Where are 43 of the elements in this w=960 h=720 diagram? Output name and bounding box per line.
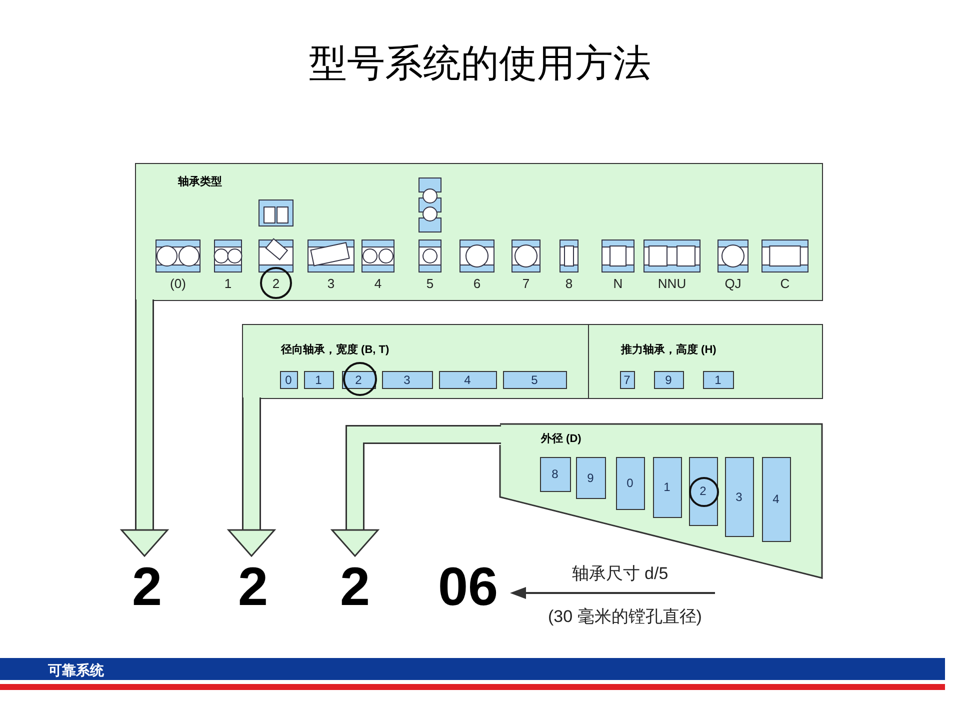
panel-heading: 径向轴承，宽度 (B, T) <box>281 342 390 357</box>
note: (30 毫米的镗孔直径) <box>548 606 702 628</box>
type-code: (0) <box>170 276 186 291</box>
code-digit: 2 <box>125 556 169 618</box>
size-box: 3 <box>382 370 432 388</box>
type-code: N <box>613 276 623 291</box>
footer-text: 可靠系统 <box>48 662 104 680</box>
panel <box>588 324 823 399</box>
panel-heading: 外径 (D) <box>541 432 582 446</box>
code-digit: 2 <box>231 556 275 618</box>
type-code: C <box>780 276 790 291</box>
size-box: 3 <box>724 456 754 536</box>
size-box: 1 <box>702 370 734 388</box>
type-code: 7 <box>522 276 530 291</box>
code-digit: 2 <box>333 556 377 618</box>
size-box: 7 <box>620 370 634 388</box>
size-box: 4 <box>438 370 496 388</box>
size-box: 1 <box>652 456 682 518</box>
panel <box>242 324 589 399</box>
size-box: 4 <box>762 456 790 542</box>
title: 型号系统的使用方法 <box>308 40 652 87</box>
type-code: 3 <box>327 276 335 291</box>
panel-heading: 轴承类型 <box>178 174 222 189</box>
type-code: 8 <box>565 276 573 291</box>
size-box: 0 <box>280 370 298 388</box>
edge-label: 轴承尺寸 d/5 <box>572 563 668 585</box>
size-box: 2 <box>342 370 376 388</box>
type-code: NNU <box>658 276 686 291</box>
code-digit: 06 <box>432 556 504 618</box>
type-code: 5 <box>426 276 434 291</box>
type-code: 4 <box>374 276 382 291</box>
arrow <box>510 587 715 599</box>
type-code: 6 <box>473 276 481 291</box>
size-box: 0 <box>616 456 644 510</box>
size-box: 9 <box>576 456 606 498</box>
size-box: 8 <box>540 456 570 492</box>
size-box: 5 <box>502 370 566 388</box>
size-box: 1 <box>304 370 334 388</box>
panel-heading: 推力轴承，高度 (H) <box>621 342 716 357</box>
size-box: 9 <box>654 370 684 388</box>
type-code: QJ <box>724 276 742 291</box>
type-code: 1 <box>224 276 232 291</box>
type-code: 2 <box>272 276 280 291</box>
